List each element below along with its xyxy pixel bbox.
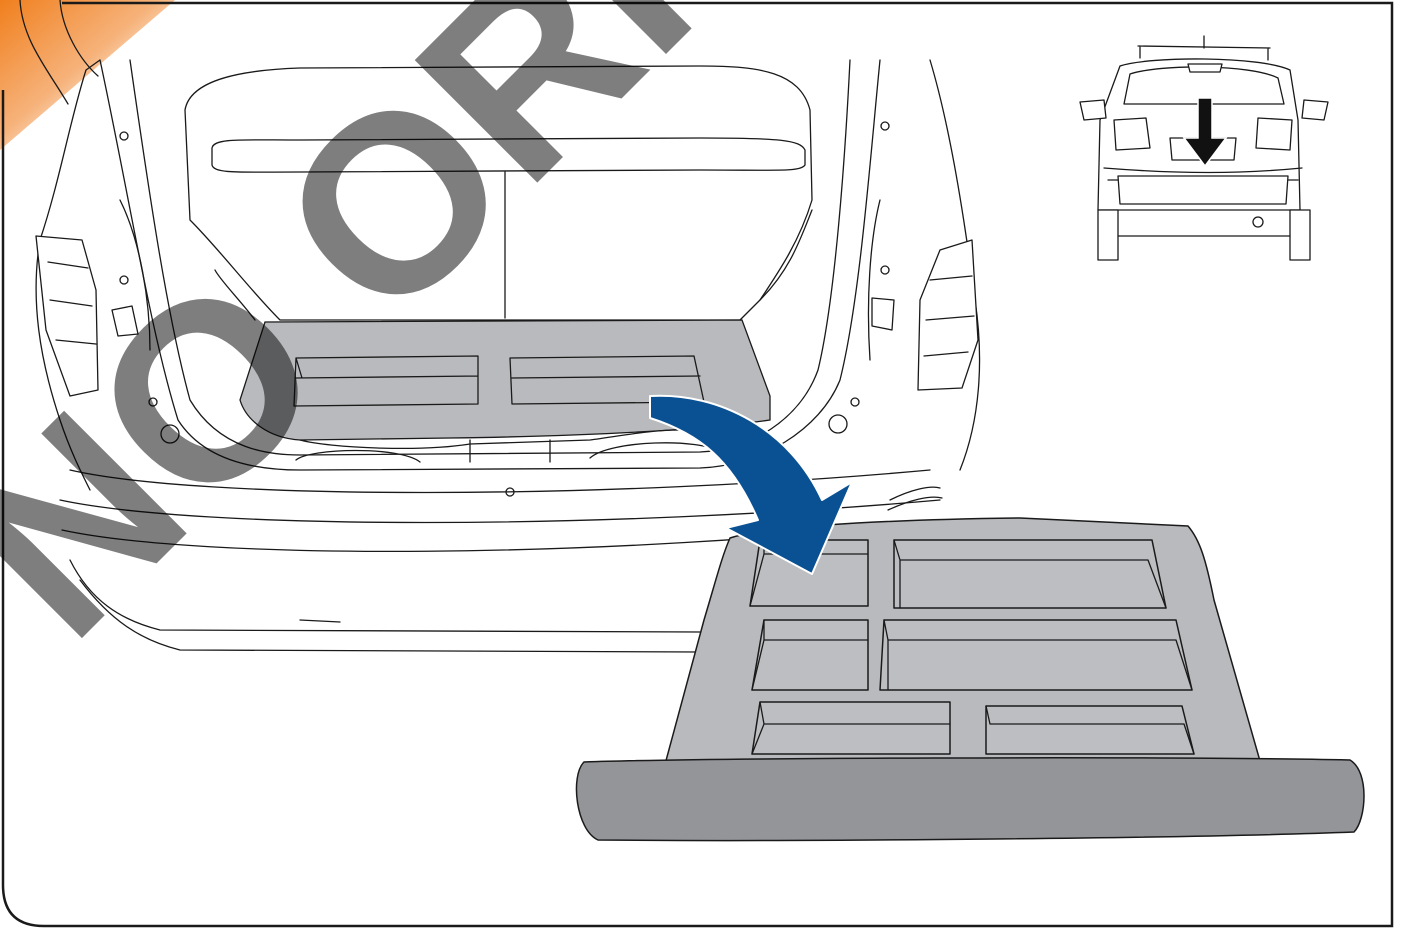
curved-arrow-icon [649,394,853,575]
car-trunk-drawing [35,59,981,653]
removed-storage-tray [575,517,1365,842]
down-arrow-icon [1182,97,1228,168]
corner-tab [0,0,175,150]
